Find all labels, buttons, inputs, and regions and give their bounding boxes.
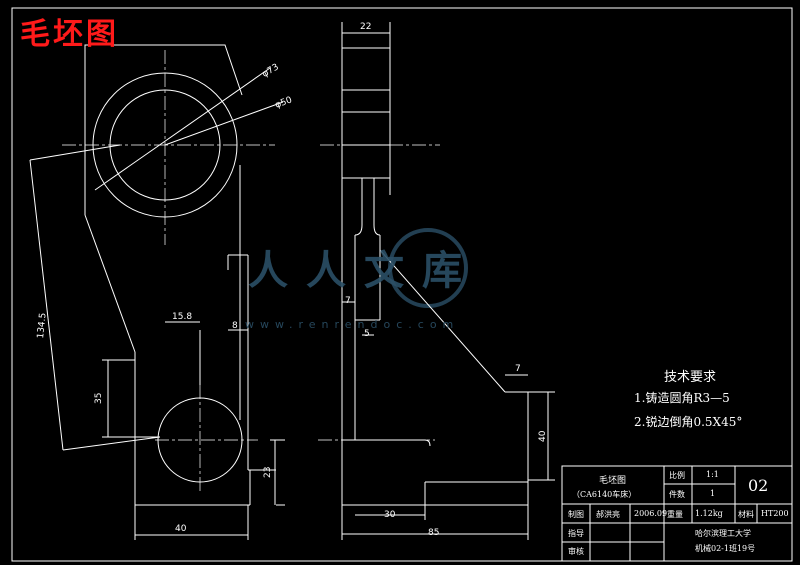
dim-30: 30 xyxy=(384,510,396,520)
watermark-logo xyxy=(388,228,468,308)
tech-requirement-2: 2.锐边倒角0.5X45° xyxy=(634,415,743,429)
tb-date: 2006.09 xyxy=(634,509,668,518)
dim-7-top: 7 xyxy=(345,296,351,306)
drawing-title: 毛坯图 xyxy=(20,17,119,52)
tb-material-label: 材料 xyxy=(738,510,754,519)
dim-35: 35 xyxy=(94,392,104,404)
tb-school: 哈尔滨理工大学 xyxy=(695,529,751,538)
tb-drawn-by: 郝洪亮 xyxy=(596,510,620,519)
tech-requirements-heading: 技术要求 xyxy=(664,370,717,385)
watermark-url: www.renrendoc.com xyxy=(245,318,460,331)
tb-class: 机械02-1班19号 xyxy=(695,544,756,553)
center-lines xyxy=(62,50,440,492)
tb-material-value: HT200 xyxy=(761,509,789,518)
tb-part-name: 毛坯图 xyxy=(599,476,627,486)
tb-weight-value: 1.12kg xyxy=(695,509,723,518)
dim-5: 5 xyxy=(364,329,370,339)
dim-40-right: 40 xyxy=(538,430,548,442)
tb-drawn-label: 制图 xyxy=(568,510,584,519)
tb-scale-value: 1:1 xyxy=(706,470,719,479)
dim-22: 22 xyxy=(360,22,372,32)
watermark-brand: 人人文库 xyxy=(248,248,480,294)
tb-drawing-no: 02 xyxy=(748,476,769,495)
dim-23: 23 xyxy=(263,466,273,478)
front-view xyxy=(29,44,285,540)
dim-85: 85 xyxy=(428,528,440,538)
dim-7-right: 7 xyxy=(515,364,521,374)
dim-40-bottom: 40 xyxy=(175,524,187,534)
tb-qty-label: 件数 xyxy=(669,490,685,499)
tb-machine: （CA6140车床） xyxy=(572,490,637,499)
tb-qty-value: 1 xyxy=(710,489,716,498)
tb-review-label: 审核 xyxy=(568,547,584,556)
side-view xyxy=(341,22,555,540)
tb-scale-label: 比例 xyxy=(669,471,685,480)
tech-requirement-1: 1.铸造圆角R3—5 xyxy=(634,391,730,405)
title-block xyxy=(561,465,793,562)
tb-weight-label: 重量 xyxy=(667,510,683,519)
drawing-frame xyxy=(11,7,793,562)
dim-8: 8 xyxy=(232,321,238,331)
dim-15-8: 15.8 xyxy=(172,312,193,322)
tb-guide-label: 指导 xyxy=(568,529,584,538)
